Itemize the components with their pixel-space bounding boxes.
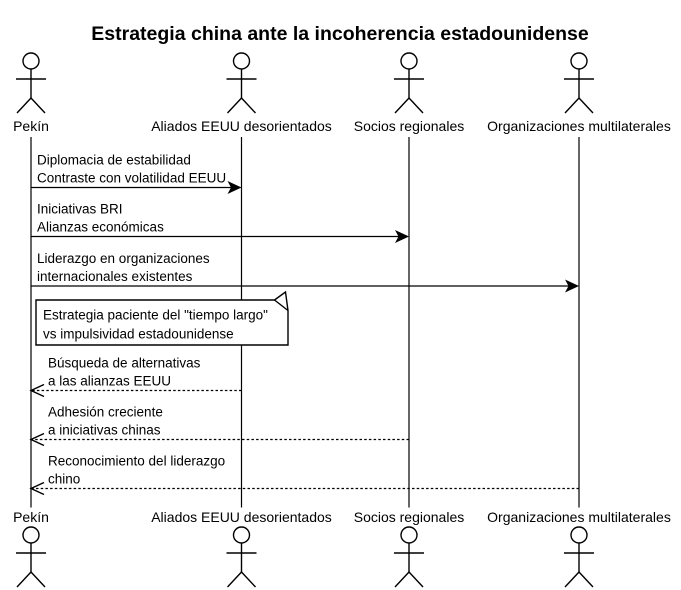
actor-label-socios-bottom: Socios regionales (354, 509, 465, 525)
message-line: Alianzas económicas (37, 220, 164, 235)
stick-figure-icon (563, 526, 595, 588)
stick-figure-icon (225, 52, 258, 114)
stick-figure-icon (15, 52, 47, 114)
stick-figure-icon (393, 52, 425, 114)
arrowhead-icon (565, 279, 579, 293)
message-liderazgo: Liderazgo en organizaciones internaciona… (31, 251, 579, 293)
message-line: a las alianzas EEUU (48, 374, 171, 389)
message-line: Adhesión creciente (48, 405, 163, 420)
message-adhesion: Adhesión creciente a iniciativas chinas (29, 405, 409, 447)
message-line: Reconocimiento del liderazgo (48, 454, 225, 469)
note-line: vs impulsividad estadounidense (43, 327, 234, 342)
message-line: Búsqueda de alternativas (48, 356, 201, 371)
message-line: Iniciativas BRI (37, 202, 123, 217)
message-line: chino (48, 472, 80, 487)
diagram-title: Estrategia china ante la incoherencia es… (91, 23, 589, 45)
actor-organizaciones-top: Organizaciones multilaterales (487, 52, 671, 134)
stick-figure-icon (225, 526, 258, 588)
actor-label-aliados-top: Aliados EEUU desorientados (151, 118, 332, 134)
note: Estrategia paciente del "tiempo largo" v… (35, 290, 289, 346)
actor-label-organizaciones-top: Organizaciones multilaterales (487, 118, 671, 134)
message-reconocimiento: Reconocimiento del liderazgo chino (29, 454, 579, 496)
message-iniciativas: Iniciativas BRI Alianzas económicas (31, 202, 409, 243)
arrowhead-icon (395, 230, 409, 243)
actor-label-socios-top: Socios regionales (354, 118, 465, 134)
actor-aliados-bottom: Aliados EEUU desorientados (151, 509, 332, 588)
stick-figure-icon (563, 52, 595, 114)
actor-label-pekin-top: Pekín (13, 118, 49, 134)
message-line: Contraste con volatilidad EEUU (37, 171, 226, 186)
arrowhead-icon (29, 481, 45, 496)
actor-organizaciones-bottom: Organizaciones multilaterales (487, 509, 671, 588)
message-line: a iniciativas chinas (48, 423, 161, 438)
message-diplomacia: Diplomacia de estabilidad Contraste con … (31, 153, 242, 194)
note-line: Estrategia paciente del "tiempo largo" (43, 308, 268, 323)
message-line: Liderazgo en organizaciones (37, 251, 210, 266)
actor-label-aliados-bottom: Aliados EEUU desorientados (151, 509, 332, 525)
actor-label-pekin-bottom: Pekín (13, 509, 49, 525)
note-fold-crease (274, 299, 289, 312)
arrowhead-icon (227, 181, 242, 194)
stick-figure-icon (15, 526, 47, 588)
actor-socios-bottom: Socios regionales (354, 509, 465, 588)
arrowhead-icon (29, 432, 45, 447)
actor-label-organizaciones-bottom: Organizaciones multilaterales (487, 509, 671, 525)
stick-figure-icon (393, 526, 425, 588)
actor-socios-top: Socios regionales (354, 52, 465, 134)
actor-pekin-bottom: Pekín (13, 509, 49, 588)
actor-aliados-top: Aliados EEUU desorientados (151, 52, 332, 134)
message-line: Diplomacia de estabilidad (37, 153, 191, 168)
actor-pekin-top: Pekín (13, 52, 49, 134)
message-line: internacionales existentes (37, 269, 193, 284)
message-busqueda: Búsqueda de alternativas a las alianzas … (29, 356, 242, 398)
arrowhead-icon (29, 383, 45, 398)
